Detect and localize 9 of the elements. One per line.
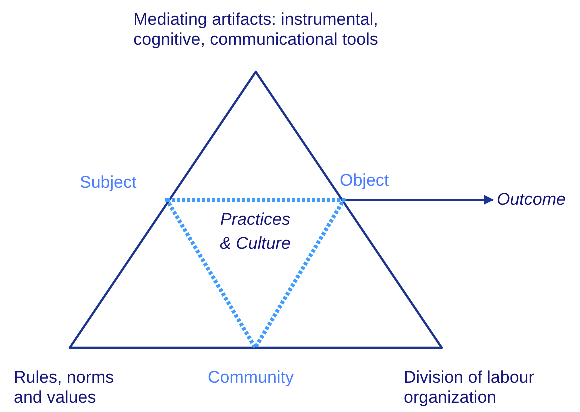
arrow — [344, 195, 494, 205]
subject-label: Subject — [80, 173, 138, 193]
object-label: Object — [340, 171, 390, 191]
division-label: Division of labour organization — [404, 368, 536, 408]
rules-label: Rules, norms and values — [14, 368, 116, 408]
community-label: Community — [207, 368, 295, 388]
outcome-label: Outcome — [497, 190, 566, 210]
artifacts-label: Mediating artifacts: instrumental, cognitive, communicational tools — [132, 10, 380, 50]
center-label: Practices & Culture — [220, 209, 292, 255]
